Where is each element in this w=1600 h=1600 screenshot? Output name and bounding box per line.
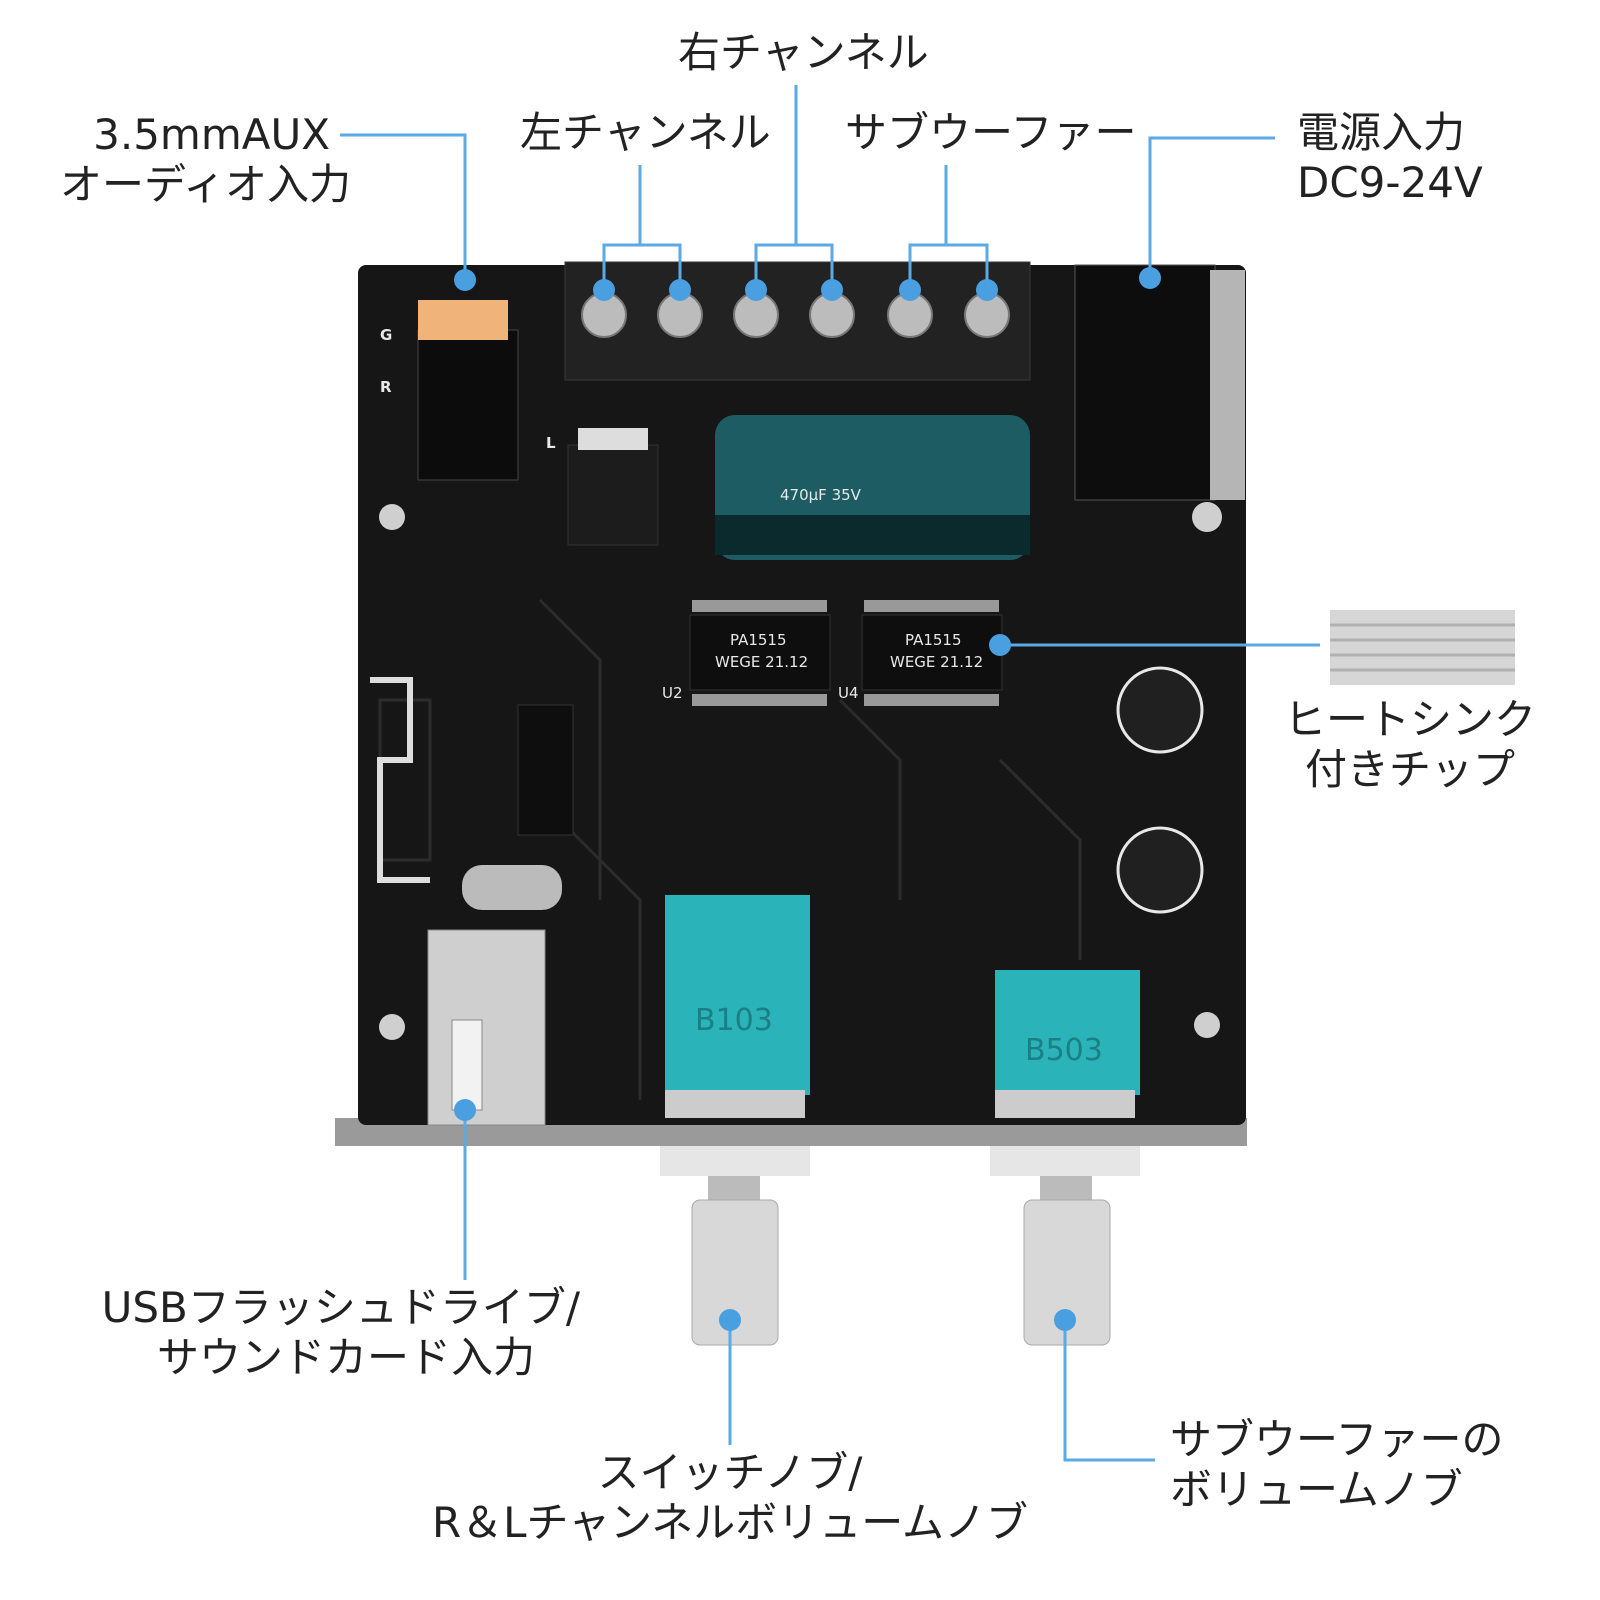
- aux-jack-contact: [418, 300, 508, 340]
- heatsink-chip-label: ヒートシンク 付きチップ: [1283, 695, 1536, 794]
- silk-r: R: [380, 378, 392, 396]
- mounting-holes: [379, 502, 1222, 1040]
- bluetooth-antenna: [370, 677, 430, 883]
- usb-input-label: USBフラッシュドライブ/ サウンドカード入力: [101, 1283, 580, 1382]
- svg-text:PA1515: PA1515: [905, 631, 962, 649]
- bluetooth-chip: [517, 704, 574, 836]
- svg-text:B503: B503: [1025, 1033, 1103, 1068]
- heatsink-image: [1330, 610, 1515, 685]
- speaker-terminal-block: [564, 261, 1031, 381]
- subwoofer-knob: [990, 1146, 1140, 1346]
- potentiometer-subwoofer: B503: [995, 970, 1140, 1118]
- svg-text:WEGE 21.12: WEGE 21.12: [890, 653, 983, 671]
- callout-lines: [340, 85, 1320, 1462]
- switch-knob-label: スイッチノブ/ R＆Lチャンネルボリュームノブ: [431, 1448, 1029, 1547]
- subwoofer-label: サブウーファー: [845, 108, 1137, 157]
- aux-input-label: 3.5mmAUX オーディオ入力: [60, 110, 352, 209]
- svg-text:U4: U4: [838, 684, 859, 702]
- svg-text:U2: U2: [662, 684, 683, 702]
- power-input-label: 電源入力 DC9-24V: [1297, 108, 1483, 207]
- dc-power-jack: [1074, 264, 1216, 501]
- amplifier-chip-u4: PA1515 WEGE 21.12 U4: [838, 614, 1003, 702]
- usb-port: [427, 929, 546, 1126]
- volume-knob: [660, 1146, 810, 1346]
- terminal-screws: [581, 292, 1010, 338]
- potentiometer-volume: B103: [665, 895, 810, 1118]
- svg-text:B103: B103: [695, 1003, 773, 1038]
- callout-dots: [454, 267, 1161, 1331]
- svg-text:PA1515: PA1515: [730, 631, 787, 649]
- bass-capacitors: [1116, 666, 1204, 914]
- silk-g: G: [380, 326, 392, 344]
- subwoofer-volume-knob-label: サブウーファーの ボリュームノブ: [1170, 1415, 1504, 1514]
- amplifier-chip-u2: PA1515 WEGE 21.12 U2: [662, 614, 831, 702]
- left-channel-label: 左チャンネル: [520, 108, 771, 157]
- right-channel-label: 右チャンネル: [678, 28, 929, 77]
- voltage-regulator: [567, 444, 659, 546]
- silk-l: L: [546, 434, 556, 452]
- crystal-oscillator: [462, 865, 562, 910]
- capacitor-label: 470μF 35V: [780, 486, 862, 504]
- svg-text:WEGE 21.12: WEGE 21.12: [715, 653, 808, 671]
- aux-jack: [417, 329, 519, 481]
